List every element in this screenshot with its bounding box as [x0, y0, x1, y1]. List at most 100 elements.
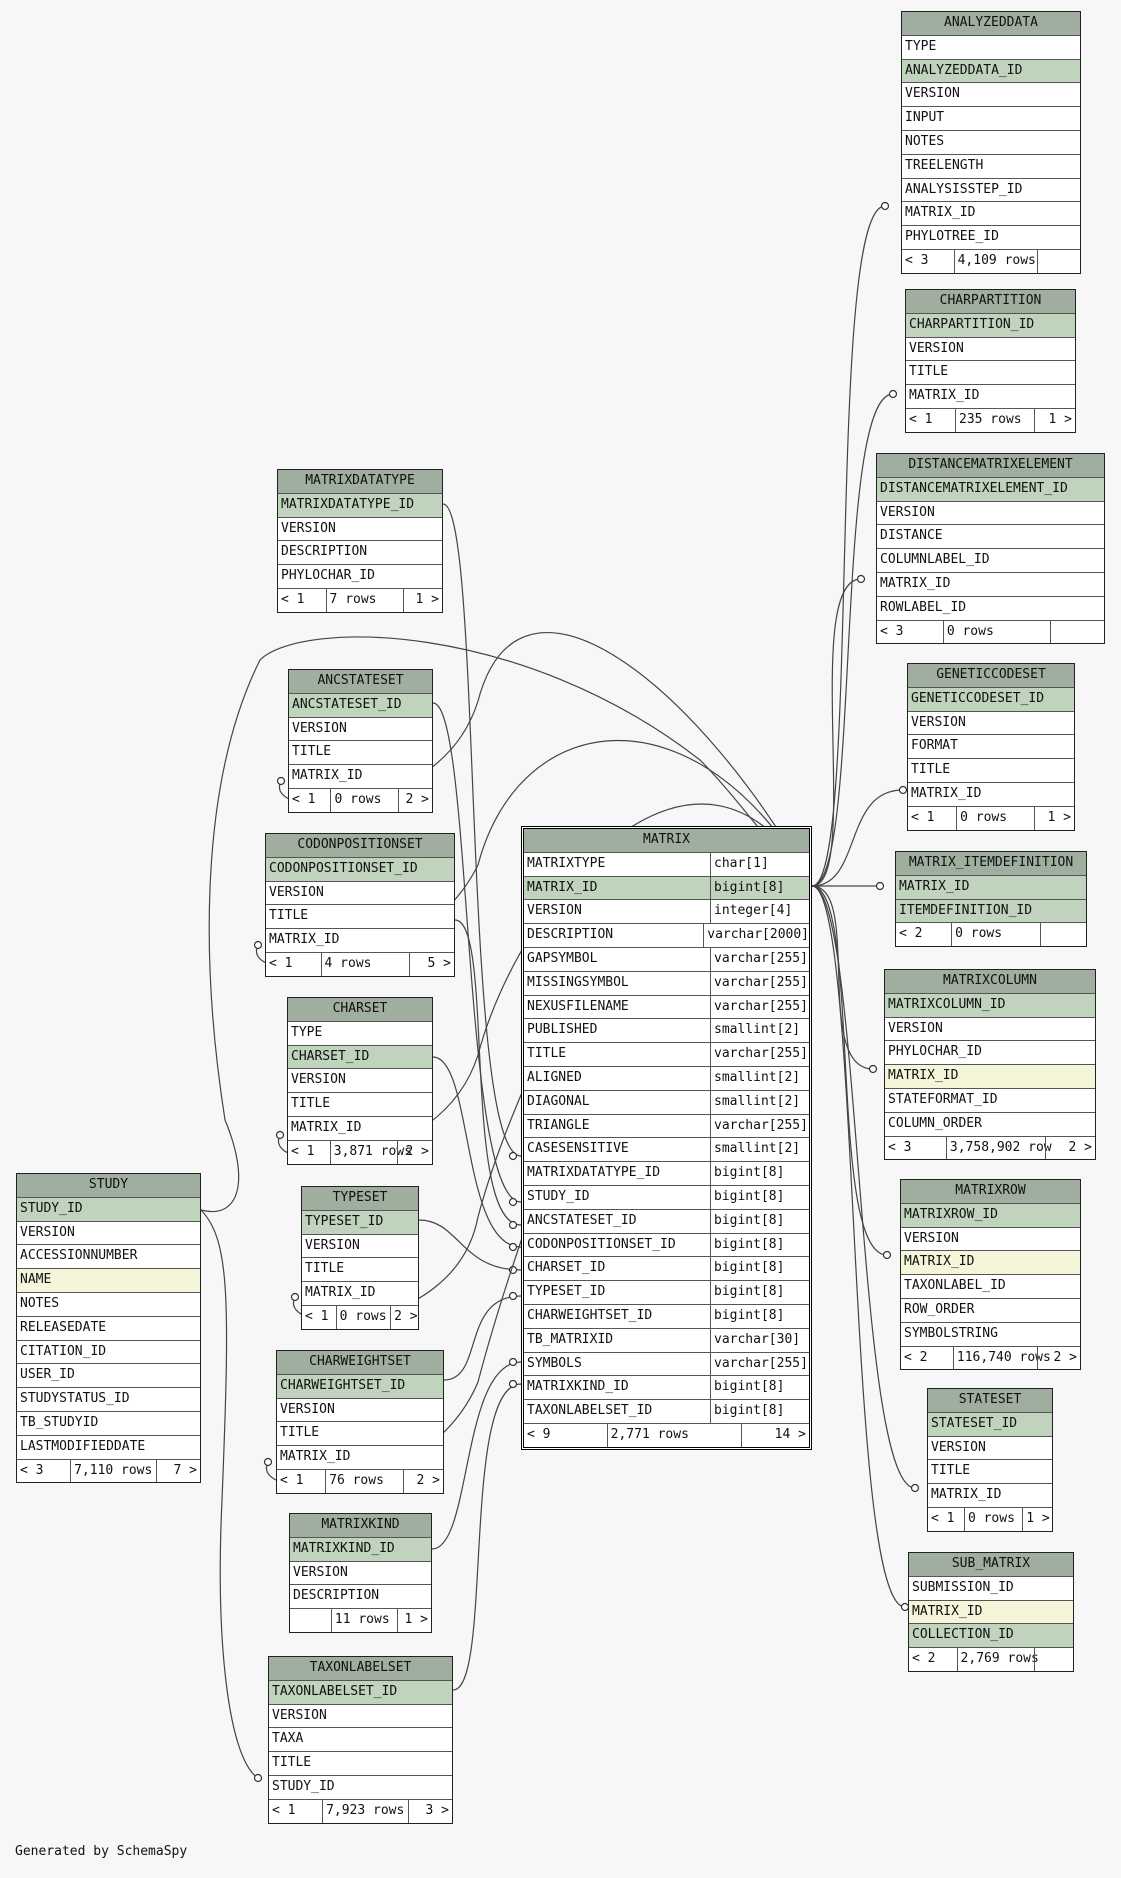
column-name: TITLE — [272, 1755, 312, 1771]
children-count: 2 > — [397, 1140, 432, 1164]
table-column-row: VERSION — [289, 716, 432, 741]
table-column-row: MATRIX_ID — [908, 781, 1074, 806]
matrix-link-right-3 — [811, 789, 904, 887]
relationship-endpoint — [263, 1457, 273, 1467]
column-name: MATRIX_ID — [292, 768, 363, 784]
column-name: VERSION — [880, 504, 935, 520]
row-count: 0 rows — [335, 1305, 391, 1329]
table-column-row: STUDY_ID — [269, 1774, 452, 1799]
children-count: 7 > — [156, 1459, 200, 1483]
parents-count: < 1 — [291, 1143, 315, 1159]
column-name: CODONPOSITIONSET_ID — [269, 860, 418, 876]
table-column-row: MATRIX_ID — [896, 874, 1086, 899]
relationship-endpoint — [290, 1292, 300, 1302]
row-count: 3,871 rows — [329, 1140, 412, 1164]
column-name: ANCSTATESET_ID — [292, 696, 402, 712]
children-count: 1 > — [397, 1609, 431, 1632]
column-name: VERSION — [272, 1707, 327, 1723]
relationship-endpoint — [275, 1130, 285, 1140]
table-column-row: CHARPARTITION_ID — [906, 312, 1075, 337]
column-name: USER_ID — [20, 1367, 75, 1383]
table-column-row: DISTANCE — [877, 524, 1104, 548]
row-count: 7,110 rows — [70, 1459, 156, 1483]
column-type: varchar[255] — [710, 1352, 809, 1376]
relationship-endpoint — [880, 201, 890, 211]
column-name: MATRIXKIND_ID — [527, 1379, 629, 1395]
column-name: ANALYZEDDATA_ID — [905, 62, 1023, 78]
row-count: 7 rows — [325, 588, 403, 612]
row-count: 0 rows — [963, 1507, 1022, 1531]
column-name: TAXONLABELSET_ID — [527, 1403, 653, 1419]
parents-count: < 1 — [292, 791, 316, 807]
table-column-row: CHARSET_ID — [288, 1044, 432, 1069]
table-column-row: STUDY_ID — [17, 1196, 200, 1221]
matrix-link-left-2 — [454, 919, 522, 1226]
row-count: 235 rows — [955, 408, 1034, 432]
children-count: 3 > — [408, 1799, 452, 1823]
table-header: MATRIX — [524, 829, 809, 852]
table-header: TAXONLABELSET — [269, 1657, 452, 1680]
table-column-row: VERSION — [908, 710, 1074, 735]
table-column-row: VERSION — [290, 1560, 431, 1585]
relationship-endpoint — [910, 1483, 920, 1493]
relationship-endpoint — [276, 776, 286, 786]
table-column-row: NOTES — [17, 1291, 200, 1316]
table-header: CHARWEIGHTSET — [277, 1351, 443, 1374]
table-column-row: MATRIX_ID — [289, 764, 432, 788]
table-column-row: COLUMN_ORDER — [885, 1111, 1095, 1136]
table-column-row: TITLE — [266, 904, 454, 928]
matrix-link-right-0 — [811, 205, 886, 887]
children-count — [1040, 923, 1086, 947]
table-column-row: MATRIX_ID — [877, 571, 1104, 596]
column-name: GENETICCODESET_ID — [911, 690, 1045, 706]
column-name: COLUMNLABEL_ID — [880, 552, 990, 568]
column-name: TYPESET_ID — [305, 1213, 384, 1229]
column-type: bigint[8] — [710, 1257, 809, 1281]
column-name: MATRIX_ID — [291, 1119, 362, 1135]
row-count: 116,740 rows — [952, 1346, 1051, 1370]
table-column-row: ANALYSISSTEP_ID — [902, 177, 1080, 202]
column-name: MATRIX_ID — [904, 1254, 975, 1270]
table-header: STATESET — [928, 1389, 1052, 1412]
table-column-row: ANCSTATESET_ID — [289, 692, 432, 717]
row-count: 76 rows — [325, 1469, 403, 1493]
column-name: ROWLABEL_ID — [880, 599, 967, 615]
column-name: PHYLOCHAR_ID — [281, 568, 375, 584]
children-count: 2 > — [1037, 1346, 1080, 1370]
column-name: TAXA — [272, 1731, 304, 1747]
children-count — [1037, 249, 1080, 273]
relationship-endpoint — [253, 1773, 263, 1783]
column-name: TITLE — [931, 1463, 971, 1479]
children-count — [1049, 620, 1104, 644]
children-count: 2 > — [397, 788, 432, 812]
column-name: VERSION — [527, 903, 582, 919]
table-column-row: MATRIX_ID — [277, 1445, 443, 1469]
matrix-link-right-2 — [811, 578, 862, 887]
table-column-row: STATEFORMAT_ID — [885, 1087, 1095, 1112]
column-name: CHARPARTITION_ID — [909, 316, 1035, 332]
column-type: varchar[2000] — [703, 924, 809, 947]
